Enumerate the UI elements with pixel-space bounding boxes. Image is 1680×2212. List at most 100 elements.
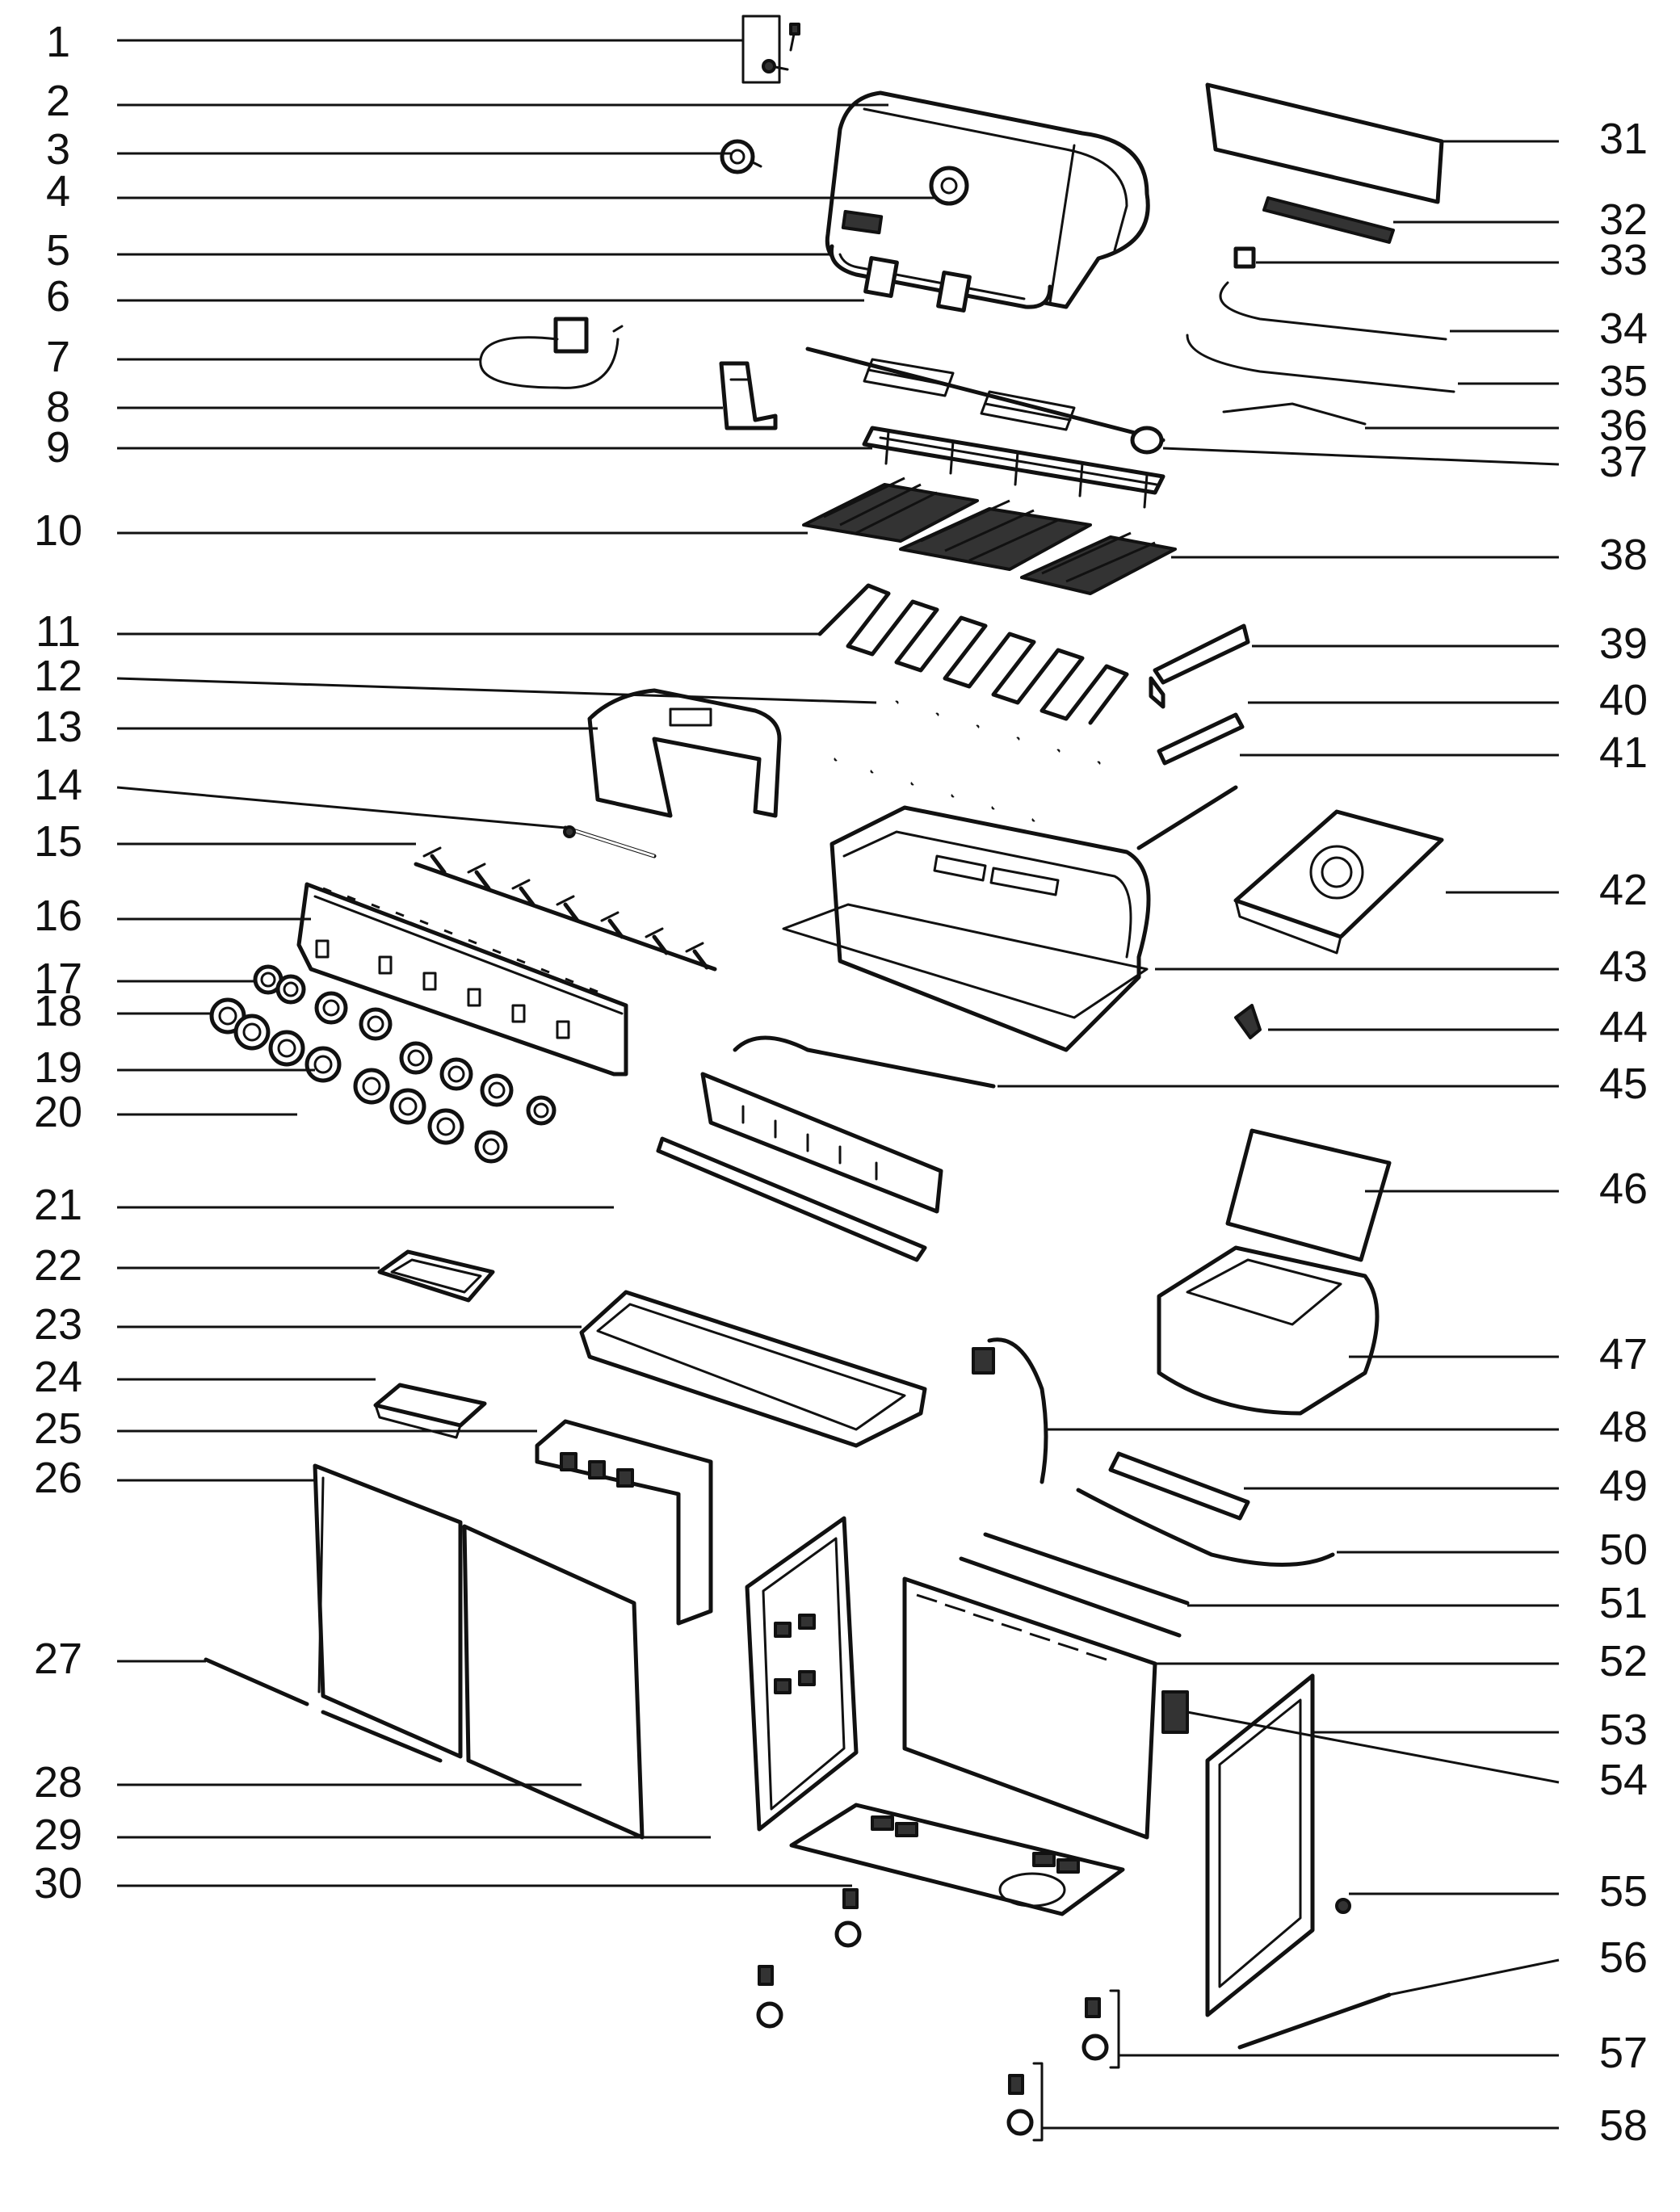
part-56-tool xyxy=(1237,1992,1392,2050)
part-15-valves xyxy=(414,846,717,972)
part-32-side-burner-part xyxy=(1262,196,1395,244)
callout-number-5: 5 xyxy=(46,226,70,275)
callout-number-33: 33 xyxy=(1599,236,1648,284)
callout-number-27: 27 xyxy=(34,1635,82,1683)
part-9-rotisserie-spit xyxy=(805,346,1166,455)
callout-number-10: 10 xyxy=(34,506,82,555)
callout-number-50: 50 xyxy=(1599,1526,1648,1574)
callout-leader-37 xyxy=(1162,447,1560,466)
part-25-panel-bracket xyxy=(535,1419,713,1626)
part-41-burner-tube xyxy=(1136,785,1238,850)
part-48-regulator-hose xyxy=(972,1337,1048,1484)
callout-number-35: 35 xyxy=(1599,357,1648,405)
callout-number-47: 47 xyxy=(1599,1330,1648,1379)
part-40-bar xyxy=(1157,712,1245,766)
part-9-warming-rack xyxy=(862,426,1166,509)
callout-number-45: 45 xyxy=(1599,1060,1648,1108)
callout-number-4: 4 xyxy=(46,167,70,216)
callout-number-11: 11 xyxy=(36,607,81,656)
callout-number-19: 19 xyxy=(34,1043,82,1092)
callout-number-41: 41 xyxy=(1599,728,1648,777)
part-44-clip xyxy=(1234,1004,1262,1039)
callout-number-51: 51 xyxy=(1599,1579,1648,1627)
callout-number-32: 32 xyxy=(1599,195,1648,244)
part-35-wire xyxy=(1186,334,1455,393)
part-3-thermometer xyxy=(720,139,762,174)
callout-leader-54 xyxy=(1186,1710,1560,1784)
callout-number-30: 30 xyxy=(34,1859,82,1908)
part-8-motor-bracket xyxy=(719,361,778,430)
part-13-heat-shield xyxy=(587,688,782,818)
part-21-brackets xyxy=(656,1072,943,1262)
callout-number-15: 15 xyxy=(34,817,82,866)
callout-number-29: 29 xyxy=(34,1811,82,1859)
callout-number-22: 22 xyxy=(34,1241,82,1290)
part-5-6-handle xyxy=(829,244,1052,313)
part-39-side-burner xyxy=(1149,623,1250,709)
callout-number-9: 9 xyxy=(46,423,70,472)
part-51-rail xyxy=(983,1532,1190,1605)
callout-number-21: 21 xyxy=(34,1181,82,1229)
part-36-wire xyxy=(1222,402,1367,426)
callout-number-17: 17 xyxy=(34,955,82,1003)
callout-leader-14 xyxy=(116,786,566,829)
callout-number-24: 24 xyxy=(34,1353,82,1401)
part-50-hose xyxy=(1076,1488,1335,1567)
callout-number-57: 57 xyxy=(1599,2029,1648,2077)
part-33-clip xyxy=(1233,246,1256,269)
callouts-group: 1234567891011121314151617181920212223242… xyxy=(34,18,1648,2150)
callout-number-20: 20 xyxy=(34,1088,82,1136)
callout-number-55: 55 xyxy=(1599,1867,1648,1916)
part-53-right-frame xyxy=(1205,1673,1315,2017)
part-51-rail-lower xyxy=(959,1556,1182,1638)
callout-number-40: 40 xyxy=(1599,676,1648,724)
part-29-left-frame xyxy=(745,1516,859,1832)
part-drawings xyxy=(204,15,1455,2142)
callout-number-7: 7 xyxy=(46,333,70,381)
part-22-drip-pan xyxy=(377,1249,495,1303)
part-31-side-shelf-lid xyxy=(1205,82,1444,204)
callout-number-58: 58 xyxy=(1599,2101,1648,2150)
callout-number-36: 36 xyxy=(1599,401,1648,450)
part-54-bracket xyxy=(1161,1690,1189,1734)
part-14-igniter xyxy=(563,825,657,858)
callout-number-18: 18 xyxy=(34,987,82,1035)
callout-number-53: 53 xyxy=(1599,1706,1648,1754)
callout-number-25: 25 xyxy=(34,1404,82,1453)
part-27-door-handles xyxy=(204,1657,443,1763)
part-1-screws xyxy=(741,15,800,84)
part-10-38-cooking-grates xyxy=(802,476,1177,595)
callout-leader-12 xyxy=(116,677,877,704)
part-49-bracket xyxy=(1108,1451,1250,1521)
part-12-burner-tubes xyxy=(834,700,1101,822)
callout-number-56: 56 xyxy=(1599,1933,1648,1982)
callout-number-34: 34 xyxy=(1599,304,1648,353)
part-46-47-side-shelf xyxy=(1157,1128,1392,1416)
callout-number-31: 31 xyxy=(1599,115,1648,163)
callout-number-13: 13 xyxy=(34,703,82,751)
callout-number-37: 37 xyxy=(1599,438,1648,486)
callout-number-43: 43 xyxy=(1599,942,1648,991)
callout-number-26: 26 xyxy=(34,1454,82,1502)
callout-number-48: 48 xyxy=(1599,1403,1648,1451)
callout-number-12: 12 xyxy=(34,652,82,700)
callout-number-14: 14 xyxy=(34,761,82,809)
callout-number-54: 54 xyxy=(1599,1756,1648,1804)
callout-number-42: 42 xyxy=(1599,866,1648,914)
part-42-side-burner-assembly xyxy=(1233,809,1444,955)
callout-number-3: 3 xyxy=(46,125,70,174)
callout-number-46: 46 xyxy=(1599,1165,1648,1213)
part-24-catch-pan xyxy=(373,1383,487,1439)
callout-number-39: 39 xyxy=(1599,619,1648,668)
callout-number-23: 23 xyxy=(34,1300,82,1349)
part-7-rotisserie-motor xyxy=(479,317,624,389)
part-17-20-knobs-bezels xyxy=(209,964,556,1164)
callout-number-38: 38 xyxy=(1599,531,1648,579)
part-57-58-casters xyxy=(756,1888,1120,2142)
callout-number-44: 44 xyxy=(1599,1003,1648,1051)
part-55-cap xyxy=(1335,1898,1351,1914)
callout-number-2: 2 xyxy=(46,77,70,125)
part-23-bottom-tray xyxy=(579,1290,927,1448)
part-43-cookbox xyxy=(782,805,1151,1052)
